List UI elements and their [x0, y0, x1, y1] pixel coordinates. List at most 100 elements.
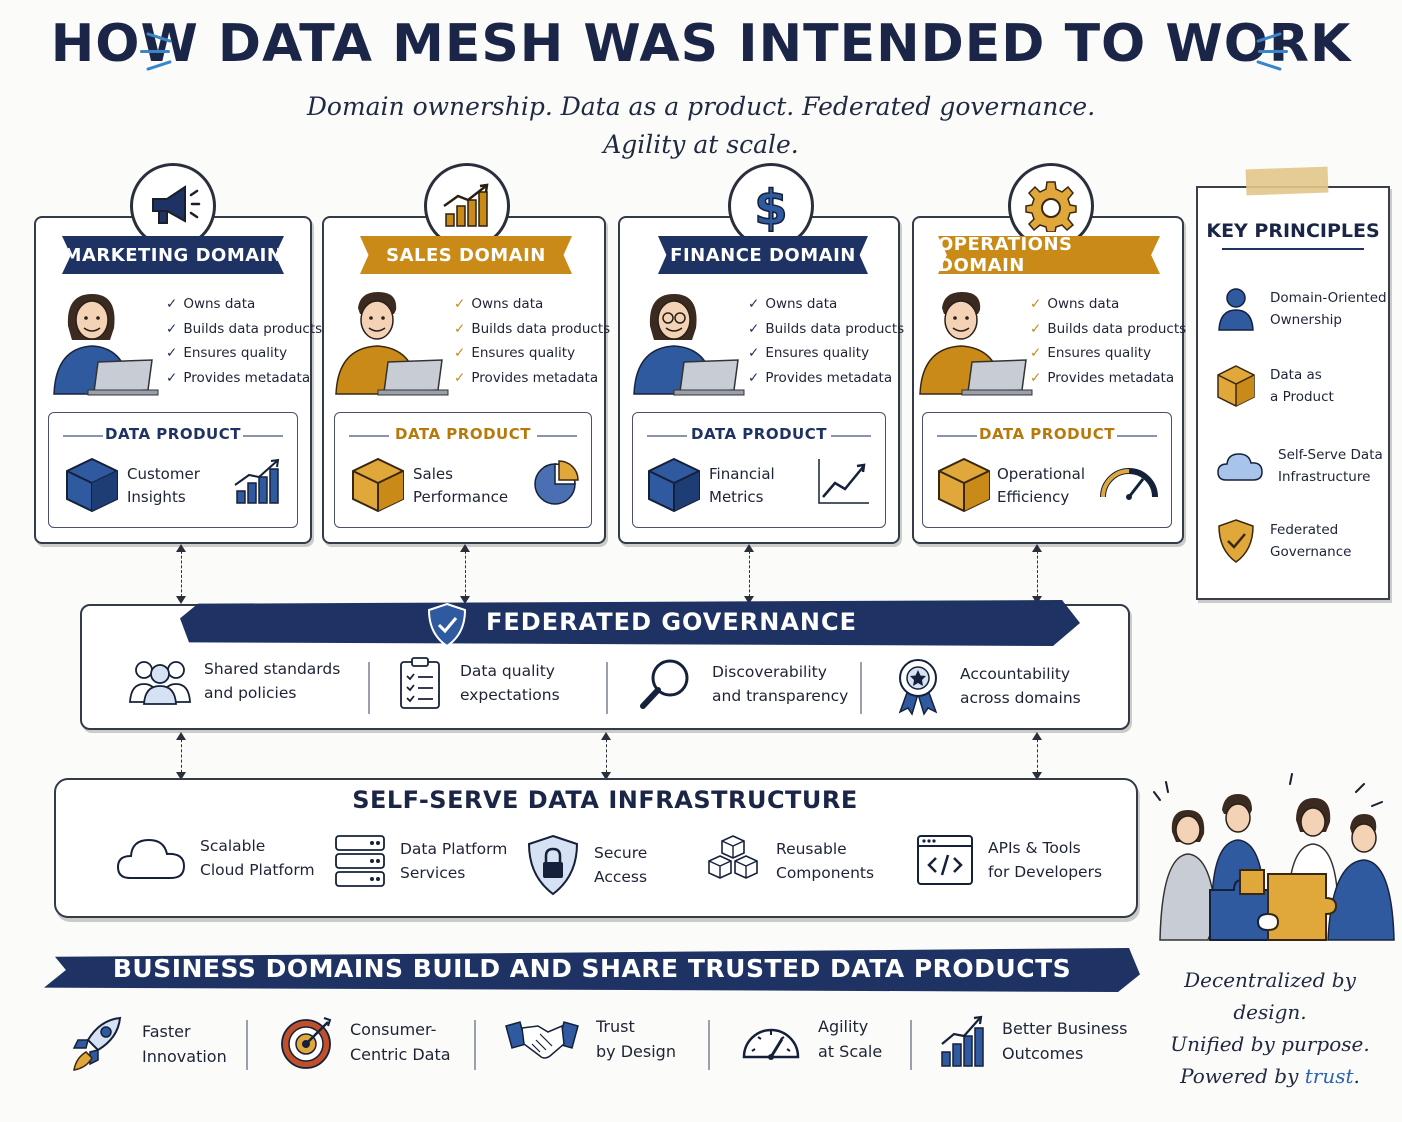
divider: [243, 435, 283, 437]
pie-chart-icon: [534, 460, 579, 505]
domain-checklist: ✓Owns data ✓Builds data products ✓Ensure…: [748, 292, 904, 390]
gear-icon: [1025, 181, 1077, 232]
data-product-label: DATA PRODUCT: [691, 425, 827, 443]
checklist-item: ✓Builds data products: [454, 320, 611, 337]
check-icon: ✓: [748, 296, 760, 312]
title-accent-dash: [1258, 50, 1288, 53]
person-illustration: [628, 286, 746, 402]
code-window-icon: [917, 835, 973, 885]
domain-checklist: ✓Owns data ✓Builds data products ✓Ensure…: [166, 292, 322, 390]
rocket-icon: [72, 1016, 122, 1071]
divider: [63, 435, 103, 437]
data-product-label: DATA PRODUCT: [979, 425, 1115, 443]
domain-banner-finance: FINANCE DOMAIN: [658, 236, 868, 274]
check-icon: ✓: [1030, 320, 1042, 337]
tagline-line: Powered by trust.: [1180, 1064, 1360, 1088]
check-icon: ✓: [1030, 296, 1042, 312]
checklist-item: ✓Ensures quality: [166, 345, 288, 361]
divider: [831, 435, 871, 437]
domain-icon-finance: $: [728, 163, 814, 249]
domain-icon-marketing: [130, 163, 216, 249]
woman-with-glasses-at-laptop-icon: [633, 294, 745, 396]
business-title: BUSINESS DOMAINS BUILD AND SHARE TRUSTED…: [112, 954, 1072, 983]
divider: [246, 1020, 248, 1070]
divider: [708, 1020, 710, 1070]
award-icon: [898, 659, 938, 716]
divider: [937, 435, 977, 437]
shield-icon: [1218, 519, 1254, 563]
divider: [474, 1020, 476, 1070]
speedometer-icon: [742, 1028, 800, 1060]
check-icon: ✓: [166, 320, 178, 337]
checklist-icon: [400, 657, 440, 709]
bar-chart-icon: [234, 458, 280, 504]
connector-arrow: [1032, 544, 1042, 604]
cube-icon: [66, 457, 118, 513]
growth-chart-icon: [443, 183, 489, 227]
checklist-item: ✓Ensures quality: [454, 345, 576, 361]
connector-arrow: [176, 544, 186, 604]
svg-text:$: $: [754, 180, 787, 234]
connector-arrow: [460, 544, 470, 604]
subtitle-line: Agility at scale.: [603, 130, 799, 159]
page-title: HOW DATA MESH WAS INTENDED TO WORK: [50, 14, 1352, 74]
domain-banner-operations: OPERATIONS DOMAIN: [938, 236, 1160, 274]
connector-arrow: [1032, 732, 1042, 780]
subtitle-line: Domain ownership. Data as a product. Fed…: [306, 92, 1096, 121]
man-at-laptop-icon: [335, 292, 449, 396]
domain-banner-marketing: MARKETING DOMAIN: [62, 236, 284, 274]
cloud-icon: [116, 838, 186, 879]
group-icon: [129, 661, 191, 705]
checklist-item: ✓Provides metadata: [166, 369, 311, 386]
check-icon: ✓: [454, 296, 466, 312]
key-principles-title: KEY PRINCIPLES: [1206, 220, 1380, 242]
tagline-line: Decentralized by design.: [1184, 968, 1356, 1024]
line-chart-icon: [818, 459, 869, 504]
cube-icon: [1217, 365, 1255, 407]
cube-icon: [648, 457, 700, 513]
person-icon: [1218, 288, 1254, 331]
domain-banner-sales: SALES DOMAIN: [360, 236, 572, 274]
check-icon: ✓: [748, 345, 760, 361]
check-icon: ✓: [454, 345, 466, 361]
divider: [910, 1020, 912, 1070]
checklist-item: ✓Provides metadata: [748, 369, 893, 386]
check-icon: ✓: [1030, 369, 1042, 386]
domain-icon-operations: [1008, 163, 1094, 249]
lock-shield-icon: [527, 834, 579, 896]
handshake-icon: [505, 1021, 579, 1059]
blocks-icon: [708, 835, 758, 879]
divider: [1117, 435, 1157, 437]
divider: [537, 435, 577, 437]
megaphone-icon: [152, 185, 201, 224]
connector-arrow: [744, 544, 754, 604]
domain-checklist: ✓Owns data ✓Builds data products ✓Ensure…: [454, 292, 610, 390]
divider: [606, 662, 608, 714]
check-icon: ✓: [748, 320, 760, 337]
tagline: Decentralized by design. Unified by purp…: [1148, 964, 1392, 1092]
divider: [349, 435, 389, 437]
checklist-item: ✓Owns data: [166, 296, 256, 312]
checklist-item: ✓Owns data: [1030, 296, 1120, 312]
checklist-item: ✓Provides metadata: [454, 369, 599, 386]
